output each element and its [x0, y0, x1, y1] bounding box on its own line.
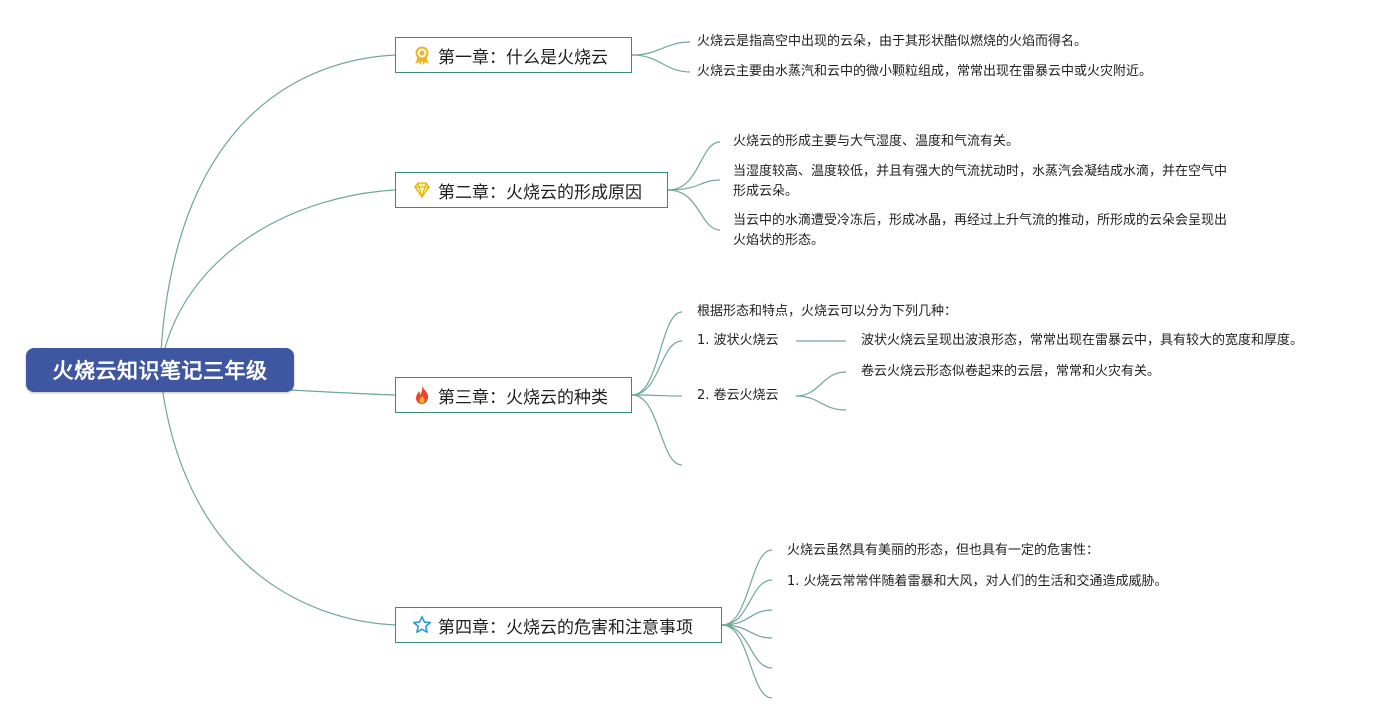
chapter-3-node[interactable]: 第三章：火烧云的种类: [395, 377, 632, 413]
chapter-3-cirrus-note[interactable]: 卷云火烧云形态似卷起来的云层，常常和火灾有关。: [861, 364, 1161, 379]
chapter-3-note-1[interactable]: 根据形态和特点，火烧云可以分为下列几种：: [697, 304, 958, 319]
chapter-4-note-2[interactable]: 1. 火烧云常常伴随着雷暴和大风，对人们的生活和交通造成威胁。: [787, 574, 1168, 589]
root-title: 火烧云知识笔记三年级: [52, 359, 268, 383]
chapter-2-title: 第二章：火烧云的形成原因: [438, 182, 642, 203]
chapter-4-note-1[interactable]: 火烧云虽然具有美丽的形态，但也具有一定的危害性：: [787, 543, 1100, 558]
connector-root-ch2: [159, 189, 396, 371]
medal-icon: [412, 45, 432, 66]
chapter-2-note-3[interactable]: 当云中的水滴遭受冷冻后，形成冰晶，再经过上升气流的推动，所形成的云朵会呈现出火焰…: [733, 213, 1228, 248]
chapter-1-note-2[interactable]: 火烧云主要由水蒸汽和云中的微小颗粒组成，常常出现在雷暴云中或火灾附近。: [697, 64, 1153, 79]
chapter-4-node[interactable]: 第四章：火烧云的危害和注意事项: [395, 607, 722, 643]
connector-root-ch1: [159, 54, 396, 371]
chapter-3-title: 第三章：火烧云的种类: [438, 387, 608, 408]
chapter-2-node[interactable]: 第二章：火烧云的形成原因: [395, 172, 668, 208]
chapter-3-type-cirrus[interactable]: 2. 卷云火烧云: [697, 388, 779, 403]
chapter-1-title: 第一章：什么是火烧云: [438, 47, 608, 68]
chapter-2-note-1[interactable]: 火烧云的形成主要与大气湿度、温度和气流有关。: [733, 134, 1020, 149]
chapter-1-node[interactable]: 第一章：什么是火烧云: [395, 37, 632, 73]
connector-root-ch4: [159, 369, 396, 626]
connector-root-ch3: [289, 389, 396, 396]
diamond-icon: [412, 180, 432, 200]
chapter-1-note-1[interactable]: 火烧云是指高空中出现的云朵，由于其形状酷似燃烧的火焰而得名。: [697, 34, 1088, 49]
fire-icon: [412, 385, 432, 405]
chapter-3-type-wave[interactable]: 1. 波状火烧云: [697, 333, 779, 348]
star-icon: [412, 615, 432, 635]
chapter-3-wave-note[interactable]: 波状火烧云呈现出波浪形态，常常出现在雷暴云中，具有较大的宽度和厚度。: [861, 333, 1304, 348]
root-topic[interactable]: 火烧云知识笔记三年级: [26, 348, 294, 392]
chapter-4-title: 第四章：火烧云的危害和注意事项: [438, 617, 693, 638]
chapter-2-note-2[interactable]: 当湿度较高、温度较低，并且有强大的气流扰动时，水蒸汽会凝结成水滴，并在空气中形成…: [733, 164, 1228, 199]
